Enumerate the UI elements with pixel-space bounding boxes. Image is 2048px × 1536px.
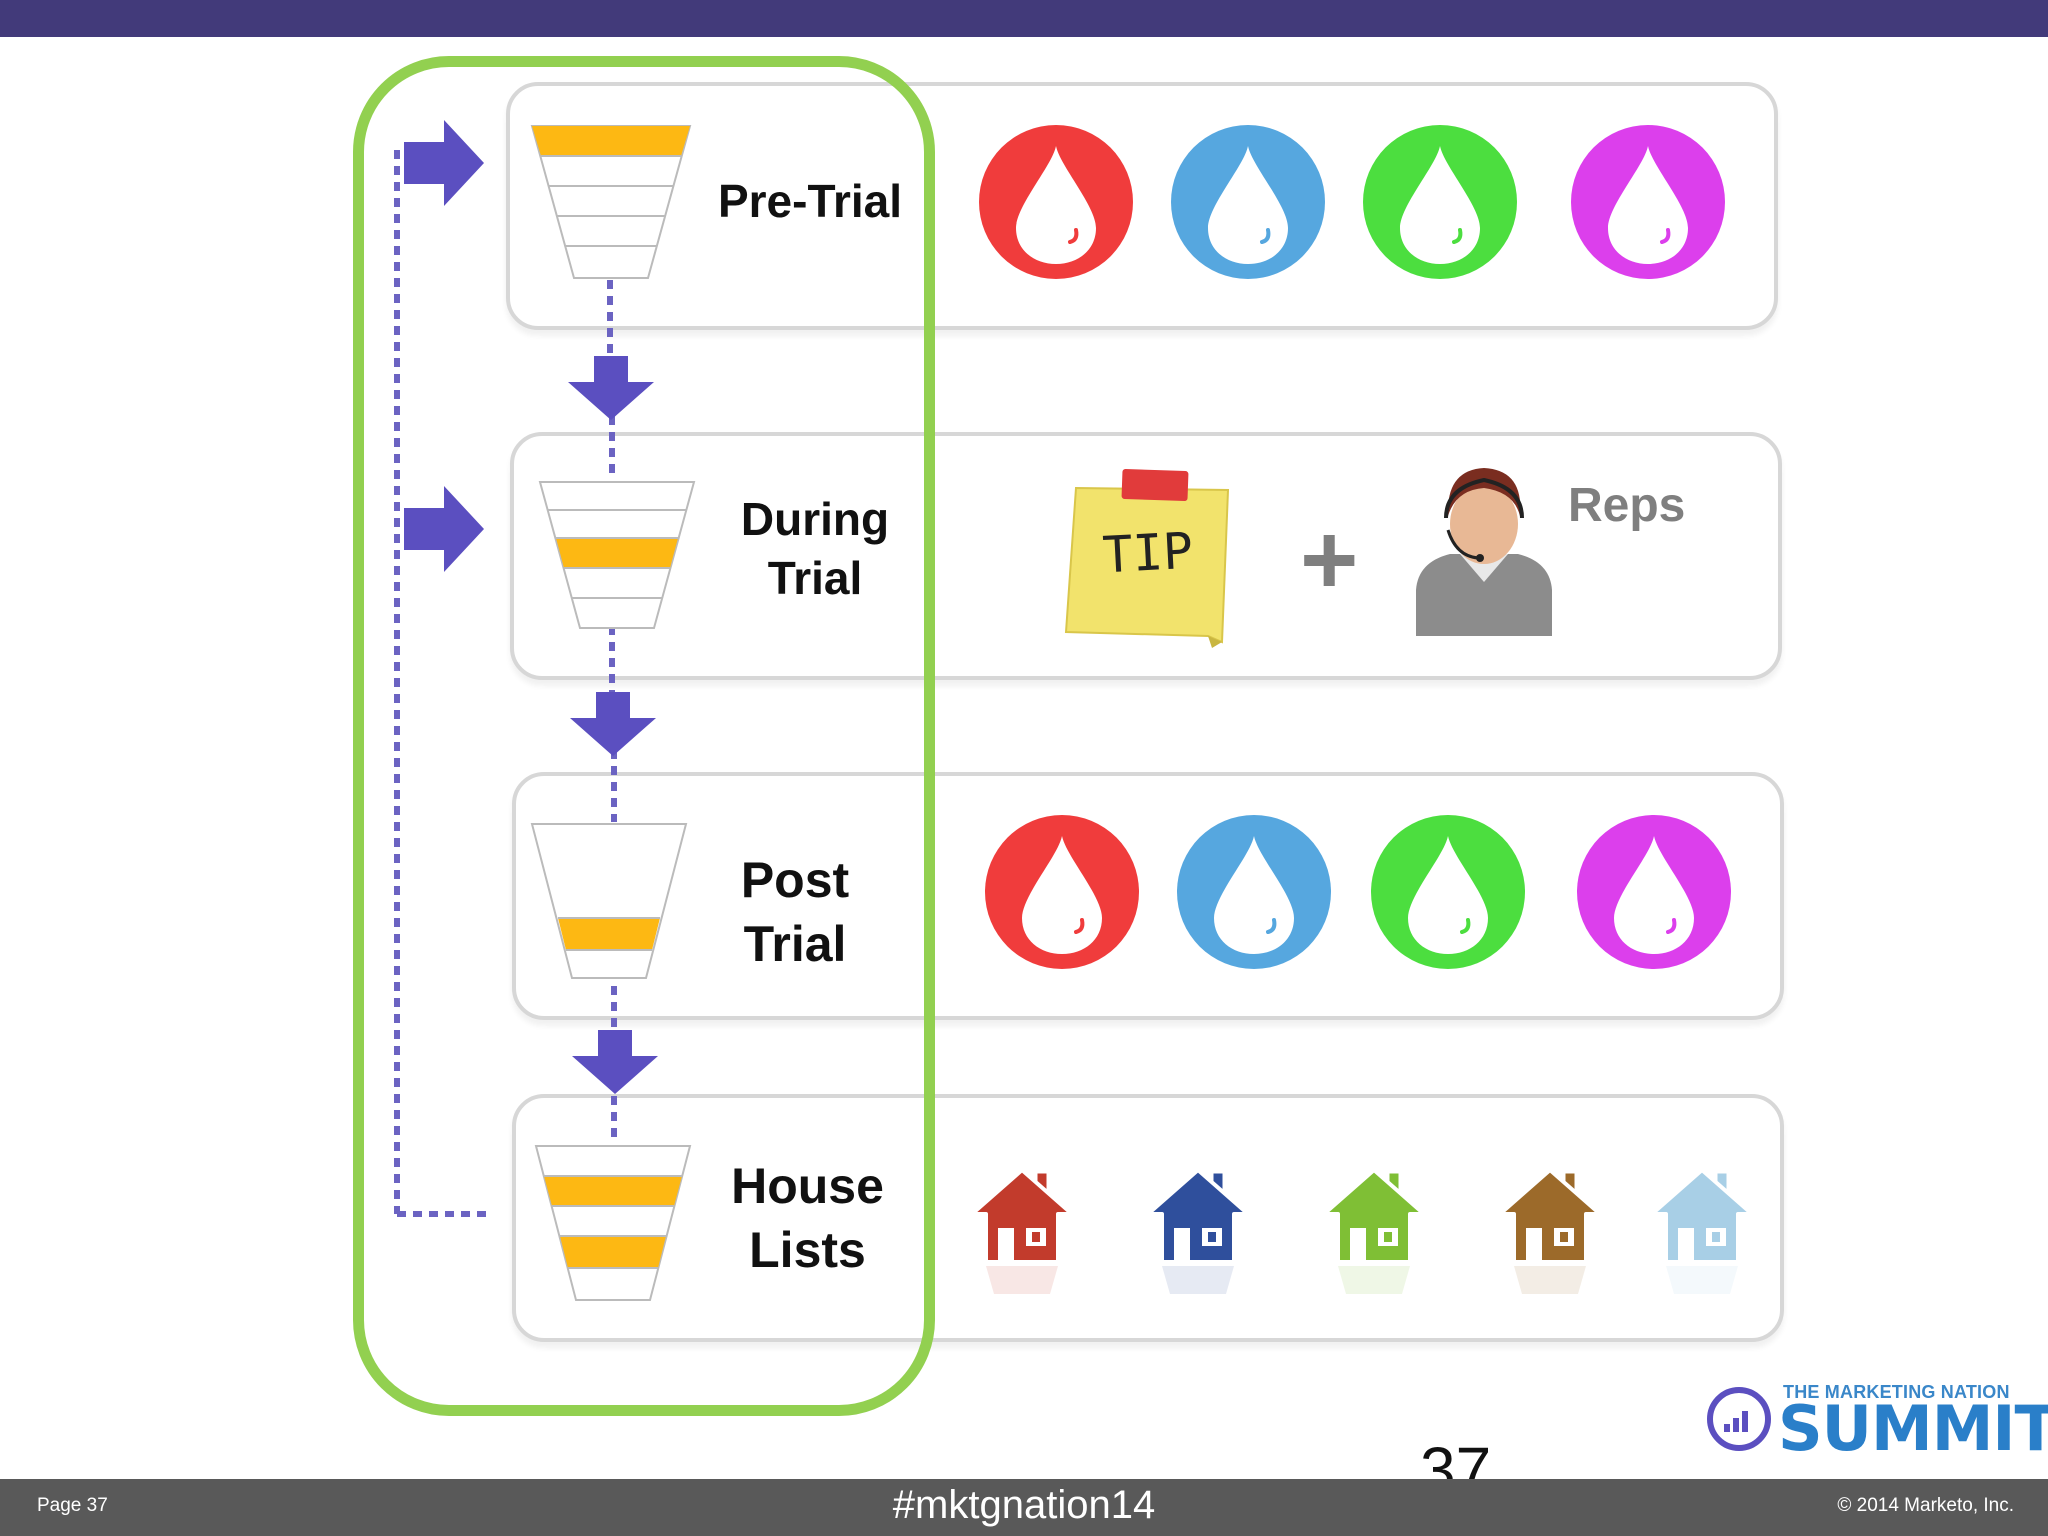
water-drop-icon: [1363, 125, 1517, 279]
header-bar: [0, 0, 2048, 37]
plus-icon: +: [1300, 504, 1359, 616]
stage-group-frame: [353, 56, 935, 1416]
down-arrow-icon: [568, 356, 654, 420]
water-drop-icon: [1577, 815, 1731, 969]
house-icon: [1322, 1168, 1426, 1294]
right-arrow-icon: [404, 486, 484, 572]
reps-label: Reps: [1568, 479, 1686, 532]
water-drop-icon: [985, 815, 1139, 969]
footer-bar: Page 37 #mktgnation14 © 2014 Marketo, In…: [0, 1479, 2048, 1536]
page-label: Page 37: [37, 1495, 108, 1516]
water-drop-icon: [1171, 125, 1325, 279]
water-drop-icon: [1177, 815, 1331, 969]
hashtag: #mktgnation14: [892, 1483, 1156, 1527]
stage-row-post-trial: [512, 772, 1784, 1020]
summit-logo-icon: [1707, 1387, 1771, 1451]
funnel-icon: [534, 1145, 692, 1301]
funnel-icon: [538, 481, 696, 629]
support-rep-avatar-icon: [1416, 468, 1552, 636]
funnel-icon: [530, 125, 692, 279]
house-icon: [1498, 1168, 1602, 1294]
water-drop-icon: [979, 125, 1133, 279]
house-icon: [1650, 1168, 1754, 1294]
logo-name: SUMMIT: [1778, 1392, 2048, 1465]
water-drop-icon: [1371, 815, 1525, 969]
funnel-icon: [530, 823, 688, 979]
down-arrow-icon: [570, 692, 656, 756]
sticky-note-icon: TIP: [1064, 468, 1230, 648]
copyright: © 2014 Marketo, Inc.: [1837, 1495, 2014, 1516]
house-icon: [970, 1168, 1074, 1294]
house-icon: [1146, 1168, 1250, 1294]
stage-label-pre-trial: Pre-Trial: [717, 175, 903, 227]
right-arrow-icon: [404, 120, 484, 206]
logo-tagline: THE MARKETING NATION: [1783, 1382, 2010, 1402]
down-arrow-icon: [572, 1030, 658, 1094]
stage-row-pre-trial: [506, 82, 1778, 330]
tip-note-text: TIP: [1101, 522, 1194, 585]
water-drop-icon: [1571, 125, 1725, 279]
